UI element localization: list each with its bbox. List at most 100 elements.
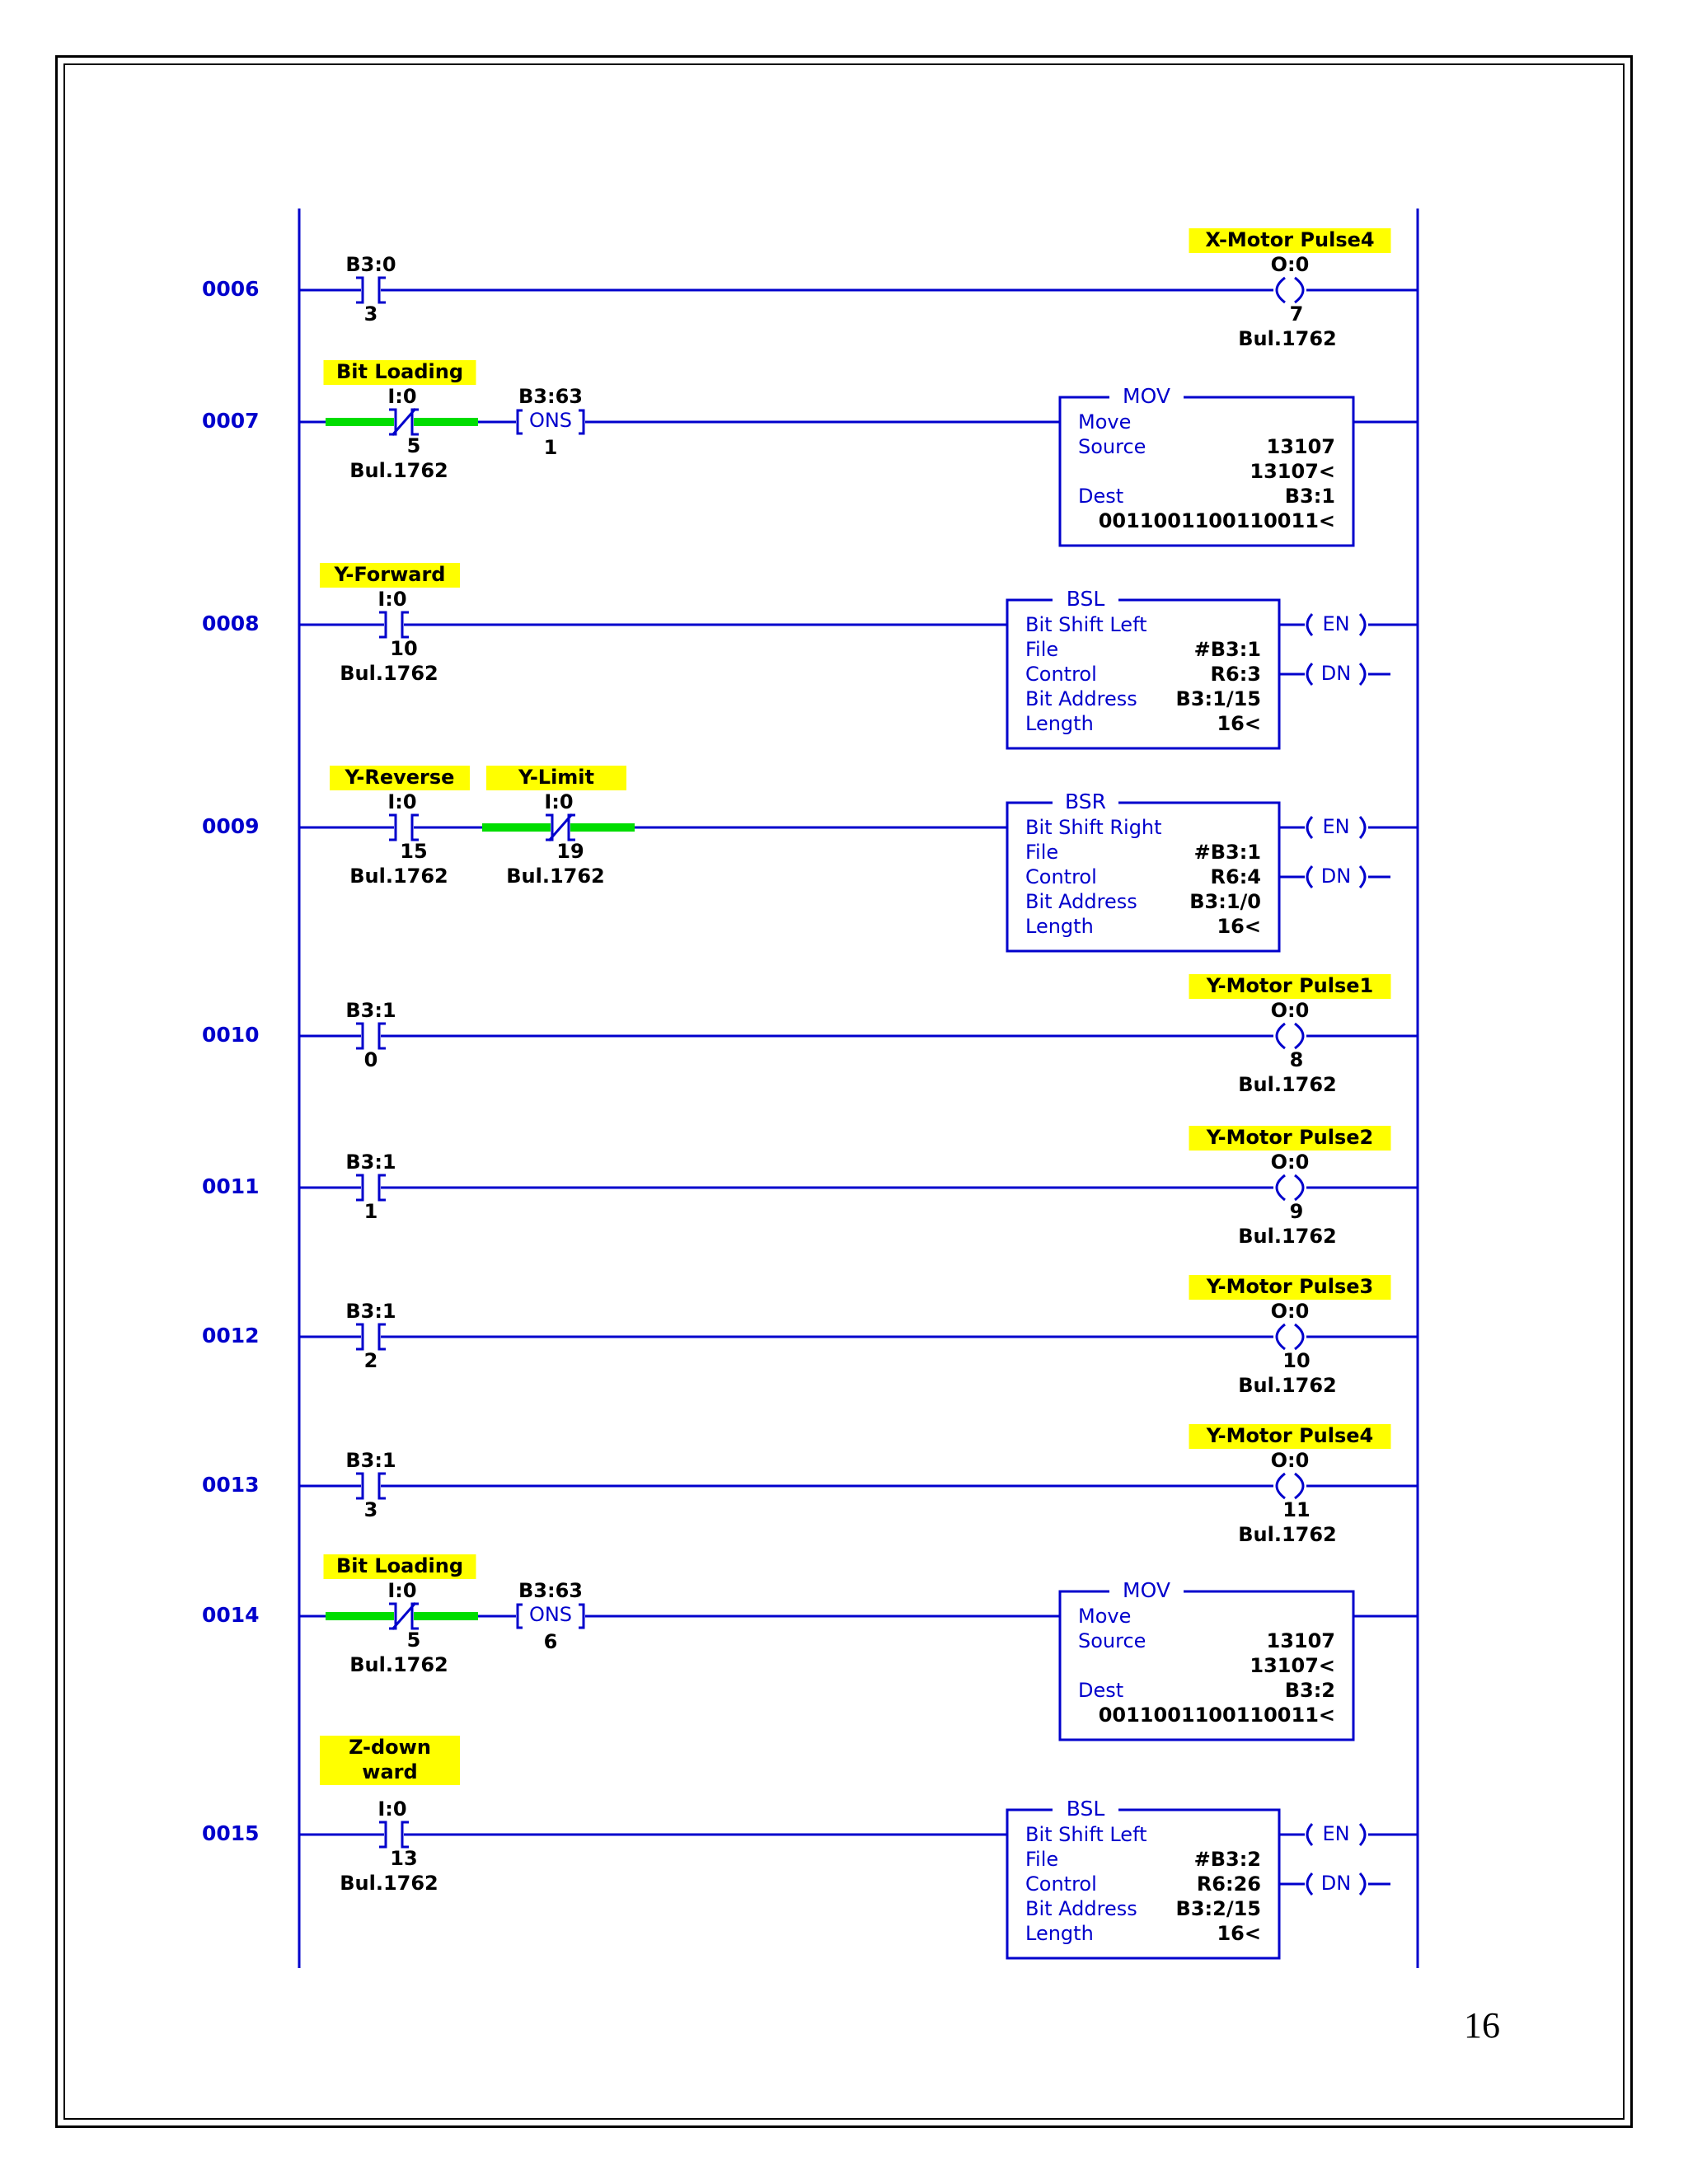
- contact-address: B3:1: [345, 1151, 396, 1174]
- contact-bit: 0: [364, 1048, 378, 1071]
- contact-module: Bul.1762: [340, 1872, 438, 1895]
- mnemonic-gap: [1109, 386, 1184, 409]
- contact-bit: 3: [364, 1498, 378, 1521]
- contact-bit: 19: [556, 840, 584, 863]
- coil-address: O:0: [1271, 1449, 1310, 1472]
- contact-bar-right: [410, 813, 419, 841]
- coil-bit: 7: [1290, 302, 1304, 326]
- instruction-box-border: [1006, 1808, 1281, 1960]
- status-label: EN: [1322, 1822, 1349, 1845]
- rung-number: 0014: [202, 1603, 260, 1627]
- coil-gap: [1273, 1174, 1306, 1201]
- coil-gap: [1273, 1023, 1306, 1049]
- contact-bar-left: [356, 1174, 364, 1202]
- contact-module: Bul.1762: [340, 662, 438, 685]
- tag-label-text: Z-down: [349, 1736, 431, 1759]
- status-output-en: EN: [1279, 815, 1418, 840]
- instruction-mnemonic: MOV: [1123, 384, 1170, 408]
- tag-label-text: Y-Motor Pulse4: [1206, 1424, 1374, 1447]
- instruction-field-value: R6:26: [1197, 1872, 1261, 1896]
- contact-slash: [391, 1602, 417, 1630]
- coil-module: Bul.1762: [1238, 1225, 1337, 1248]
- tag-label-text: Bit Loading: [336, 1554, 463, 1577]
- instruction-field-value: #B3:1: [1194, 841, 1261, 864]
- tag-label-text: Y-Limit: [518, 766, 594, 789]
- contact-slash: [547, 813, 574, 841]
- coil-module: Bul.1762: [1238, 1523, 1337, 1546]
- coil-bit: 9: [1290, 1200, 1304, 1223]
- contact-bar-left: [389, 813, 397, 841]
- contact-gap: [361, 1324, 381, 1350]
- status-label: DN: [1321, 1872, 1351, 1895]
- status-arc-left: [1306, 1872, 1314, 1896]
- mnemonic-gap: [1053, 1798, 1118, 1821]
- tag-label-background: [320, 563, 460, 588]
- status-output-dn: DN: [1279, 1872, 1390, 1896]
- examine-on-contact: B3:13: [345, 1449, 396, 1521]
- tag-label-text: X-Motor Pulse4: [1205, 228, 1374, 251]
- contact-bar-left: [356, 1022, 364, 1050]
- tag-label-text: Y-Motor Pulse2: [1206, 1126, 1374, 1149]
- rung-number: 0006: [202, 277, 260, 301]
- tag-label: Bit Loading: [323, 1554, 476, 1579]
- instruction-title: Move: [1078, 1605, 1131, 1628]
- rung: 0009I:015Bul.1762Y-ReverseI:019Bul.1762Y…: [202, 766, 1418, 953]
- instruction-mnemonic: BSR: [1065, 790, 1106, 813]
- contact-address: I:0: [544, 790, 573, 813]
- rung-number: 0010: [202, 1023, 260, 1047]
- examine-on-contact: B3:12: [345, 1300, 396, 1372]
- instruction-title: Move: [1078, 410, 1131, 434]
- contact-address: I:0: [387, 1579, 416, 1602]
- rung-number: 0013: [202, 1473, 260, 1497]
- rung-number: 0007: [202, 409, 260, 433]
- status-arc-right: [1358, 1822, 1367, 1847]
- instruction-field-label: Dest: [1078, 485, 1123, 508]
- instruction-box-border: [1006, 801, 1281, 953]
- rung-number: 0009: [202, 814, 260, 838]
- contact-address: I:0: [387, 385, 416, 408]
- tag-label-background: [1189, 1424, 1391, 1449]
- instruction-field-value: 16<: [1217, 915, 1261, 938]
- instruction-field-label: Control: [1025, 1872, 1097, 1896]
- instruction-field-value: 13107: [1267, 435, 1336, 458]
- instruction-field-label: File: [1025, 1848, 1058, 1871]
- rung-number: 0012: [202, 1324, 260, 1347]
- coil-arc-left: [1275, 1323, 1286, 1351]
- instruction-field-value: #B3:2: [1194, 1848, 1261, 1871]
- instruction-field-label: Control: [1025, 663, 1097, 686]
- instruction-bit-pattern: 0011001100110011<: [1099, 1704, 1335, 1727]
- examine-on-contact: B3:11: [345, 1151, 396, 1223]
- contact-module: Bul.1762: [349, 865, 448, 888]
- examine-on-contact: B3:03: [345, 253, 396, 326]
- contact-bit: 13: [390, 1847, 417, 1870]
- instruction-field-label: Bit Address: [1025, 890, 1137, 913]
- tag-label: Y-Motor Pulse3: [1189, 1275, 1391, 1300]
- status-output-en: EN: [1279, 612, 1418, 637]
- mnemonic-gap: [1053, 791, 1118, 814]
- instruction-field-label: Bit Address: [1025, 687, 1137, 710]
- coil-arc-right: [1294, 276, 1305, 304]
- contact-address: I:0: [387, 790, 416, 813]
- contact-bar-left: [356, 1472, 364, 1500]
- instruction-title: Bit Shift Left: [1025, 613, 1147, 636]
- instruction-field-value: B3:1/15: [1176, 687, 1261, 710]
- contact-bar-left: [356, 276, 364, 304]
- contact-gap: [361, 1473, 381, 1499]
- instruction-field-value: 13107<: [1250, 460, 1335, 483]
- coil-gap: [1273, 1473, 1306, 1499]
- contact-bar-left: [356, 1323, 364, 1351]
- status-output-dn: DN: [1279, 662, 1390, 687]
- tag-label: Y-Forward: [320, 563, 460, 588]
